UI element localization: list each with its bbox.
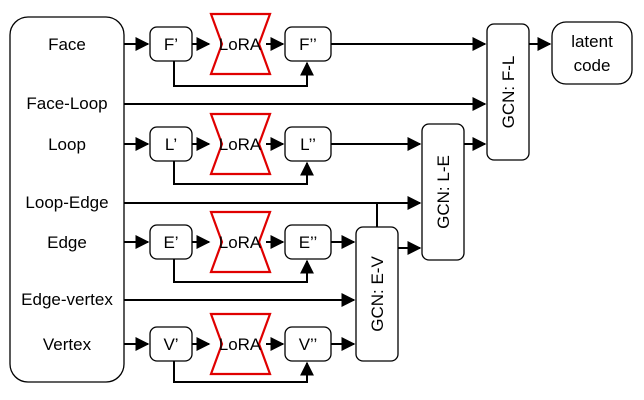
vertex-pre-label: V’: [163, 335, 178, 354]
edge-skip-connection: [173, 259, 314, 283]
input-vertex-label: Vertex: [43, 335, 92, 354]
input-loop-edge-label: Loop-Edge: [25, 193, 108, 212]
edge-post-label: E’’: [299, 233, 318, 252]
face-pre-label: F’: [164, 35, 178, 54]
vertex-post-label: V’’: [299, 335, 318, 354]
loop-pre-label: L’: [165, 135, 177, 154]
loop-skip-connection: [173, 161, 314, 185]
input-edge-vertex-label: Edge-vertex: [21, 290, 113, 309]
gcn-ev-label: GCN: E-V: [368, 256, 387, 332]
edge-lora-block: [209, 210, 272, 274]
face-post-label: F’’: [299, 35, 317, 54]
face-lora-label: LoRA: [219, 35, 262, 54]
loop-lora-block: [209, 112, 272, 176]
vertex-skip-connection: [173, 361, 314, 383]
gcn-le-box: [421, 123, 465, 261]
input-container: [9, 16, 125, 383]
input-face-label: Face: [48, 35, 86, 54]
gcn-le-label: GCN: L-E: [434, 155, 453, 229]
latent-code-line2: code: [574, 56, 611, 75]
latent-code-line1: latent: [571, 32, 613, 51]
vertex-lora-block: [209, 312, 272, 376]
loop-lora-label: LoRA: [219, 135, 262, 154]
edge-pre-label: E’: [163, 233, 178, 252]
face-lora-block: [209, 12, 272, 76]
face-skip-connection: [173, 61, 314, 87]
gcn-fl-box: [486, 23, 530, 161]
vertex-lora-label: LoRA: [219, 335, 262, 354]
edge-lora-label: LoRA: [219, 233, 262, 252]
input-face-loop-label: Face-Loop: [26, 94, 107, 113]
input-edge-label: Edge: [47, 233, 87, 252]
gcn-fl-label: GCN: F-L: [499, 56, 518, 129]
input-loop-label: Loop: [48, 135, 86, 154]
latent-code-box: [551, 21, 633, 85]
loop-post-label: L’’: [300, 135, 316, 154]
